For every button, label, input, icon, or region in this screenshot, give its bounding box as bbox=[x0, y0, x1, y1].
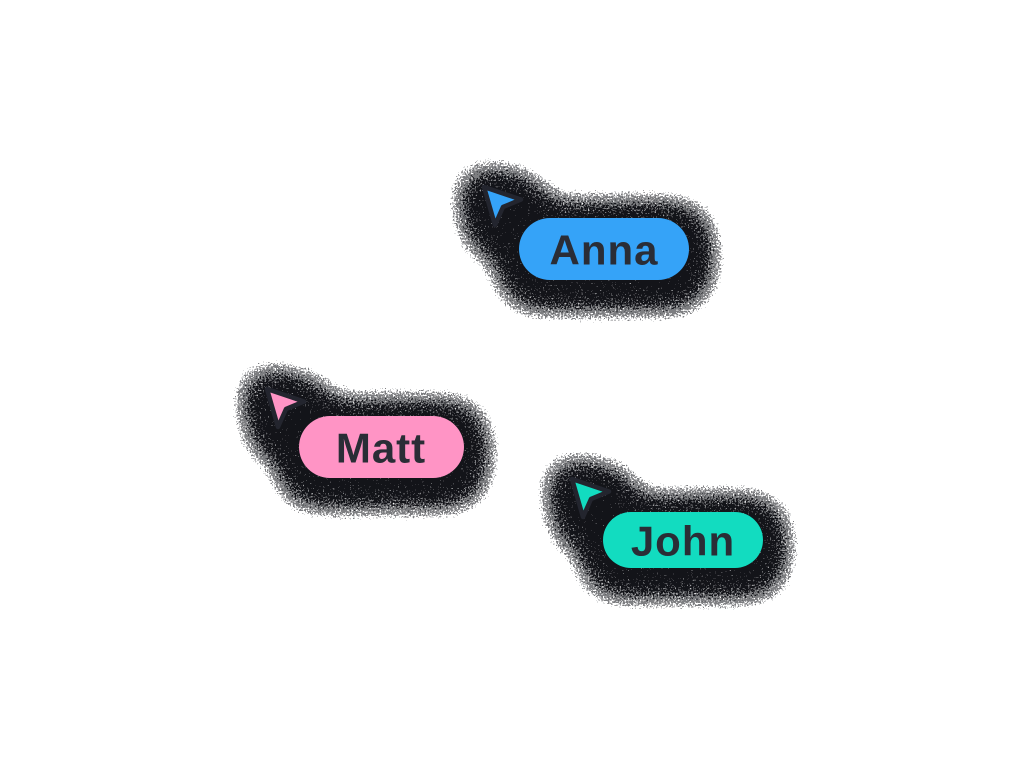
cursor-arrow-icon-anna bbox=[484, 187, 521, 225]
cursor-label-anna: Anna bbox=[484, 187, 689, 280]
name-pill-anna bbox=[519, 218, 689, 280]
cursor-name-label-matt: Matt bbox=[336, 425, 426, 472]
cursor-name-label-john: John bbox=[631, 518, 735, 565]
cursor-name-label-anna: Anna bbox=[550, 227, 659, 274]
name-pill-john bbox=[603, 512, 763, 568]
cursor-arrow-icon-matt bbox=[267, 389, 304, 427]
cursor-label-john: John bbox=[572, 479, 763, 568]
cursor-arrow-icon-john bbox=[572, 479, 609, 517]
cursor-label-matt: Matt bbox=[267, 389, 464, 478]
name-pill-matt bbox=[299, 416, 464, 478]
